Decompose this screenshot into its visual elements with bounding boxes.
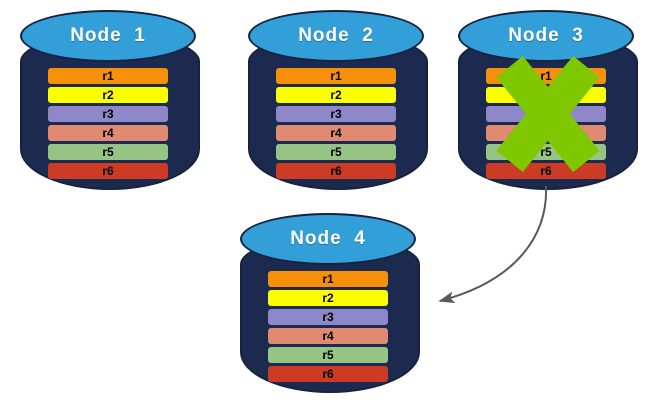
record-r2: r2 <box>48 87 168 103</box>
record-r5: r5 <box>48 144 168 160</box>
record-r3: r3 <box>48 106 168 122</box>
record-r5: r5 <box>486 144 606 160</box>
record-r2: r2 <box>276 87 396 103</box>
record-r3: r3 <box>486 106 606 122</box>
record-r6: r6 <box>276 163 396 179</box>
node-1-record-list: r1 r2 r3 r4 r5 r6 <box>48 68 168 179</box>
node-1[interactable]: Node 1 r1 r2 r3 r4 r5 r6 <box>20 10 200 190</box>
node-3-label: Node 3 <box>508 25 584 46</box>
record-r1: r1 <box>276 68 396 84</box>
record-r6: r6 <box>486 163 606 179</box>
record-r6: r6 <box>48 163 168 179</box>
node-3[interactable]: Node 3 r1 r2 r3 r4 r5 r6 <box>458 10 638 190</box>
record-r5: r5 <box>276 144 396 160</box>
record-r4: r4 <box>48 125 168 141</box>
node-2-cylinder-top <box>248 10 424 62</box>
record-r3: r3 <box>276 106 396 122</box>
record-r1: r1 <box>48 68 168 84</box>
record-r2: r2 <box>486 87 606 103</box>
node-1-label: Node 1 <box>70 25 146 46</box>
record-r5: r5 <box>268 347 388 363</box>
record-r4: r4 <box>268 328 388 344</box>
record-r4: r4 <box>276 125 396 141</box>
node-4-label: Node 4 <box>290 228 366 249</box>
node-1-cylinder-top <box>20 10 196 62</box>
node-2[interactable]: Node 2 r1 r2 r3 r4 r5 r6 <box>248 10 428 190</box>
arrow-path <box>438 185 548 304</box>
record-r1: r1 <box>268 271 388 287</box>
record-r1: r1 <box>486 68 606 84</box>
node-4-record-list: r1 r2 r3 r4 r5 r6 <box>268 271 388 382</box>
node-2-label: Node 2 <box>298 25 374 46</box>
record-r2: r2 <box>268 290 388 306</box>
record-r3: r3 <box>268 309 388 325</box>
node-4[interactable]: Node 4 r1 r2 r3 r4 r5 r6 <box>240 213 420 393</box>
record-r6: r6 <box>268 366 388 382</box>
record-r4: r4 <box>486 125 606 141</box>
node-2-record-list: r1 r2 r3 r4 r5 r6 <box>276 68 396 179</box>
node-4-cylinder-top <box>240 213 416 265</box>
node-3-record-list: r1 r2 r3 r4 r5 r6 <box>486 68 606 179</box>
